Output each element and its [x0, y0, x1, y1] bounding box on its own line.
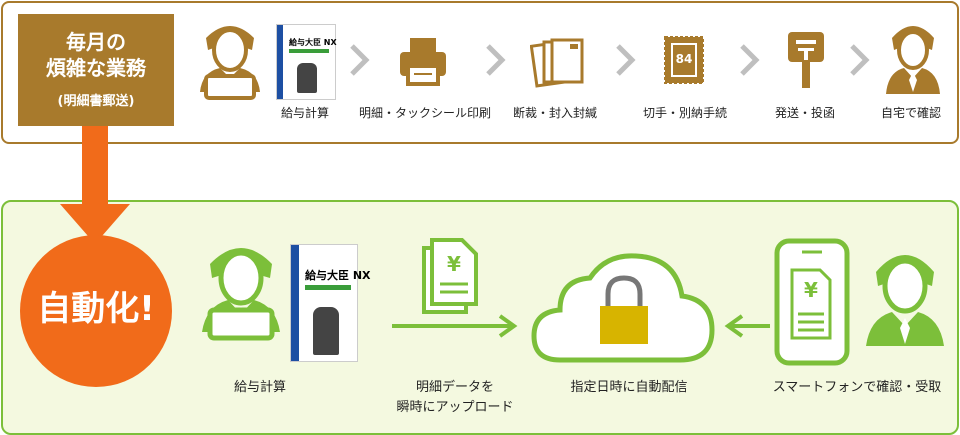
- step-label: 断裁・封入封緘: [512, 106, 597, 120]
- stamp-value: 84: [675, 52, 693, 66]
- product-box-title: 給与大臣 NX: [289, 38, 337, 47]
- document-yen-icon: ¥: [420, 238, 480, 314]
- stamp-icon: 84: [664, 36, 704, 84]
- person-laptop-icon: [200, 26, 260, 100]
- product-box-icon: 給与大臣 NX: [290, 244, 371, 362]
- person-laptop-icon: [202, 248, 280, 341]
- step-label: 自宅で確認: [880, 106, 941, 120]
- step-label-line-2: 瞬時にアップロード: [396, 400, 514, 415]
- printer-icon: [400, 38, 446, 86]
- cloud-lock-icon: [531, 253, 715, 363]
- chevron-right-icon: [350, 44, 370, 76]
- product-box-title: 給与大臣 NX: [305, 269, 371, 282]
- step-label: 給与計算: [280, 106, 329, 120]
- post-box-icon: [788, 32, 824, 88]
- orange-down-arrow-icon: [60, 126, 130, 244]
- yen-symbol: ¥: [447, 252, 461, 276]
- monthly-tasks-label: 毎月の 煩雑な業務 (明細書郵送): [18, 14, 174, 126]
- step-label: 切手・別納手続: [642, 106, 727, 120]
- label-line-2: 煩雑な業務: [46, 56, 146, 80]
- automation-label: 自動化!: [37, 289, 155, 329]
- chevron-right-icon: [850, 44, 870, 76]
- smartphone-icon: ¥: [774, 238, 850, 366]
- step-label-line-1: 明細データを: [415, 380, 494, 395]
- step-label: スマートフォンで確認・受取: [772, 380, 942, 395]
- label-line-3: (明細書郵送): [57, 94, 135, 109]
- step-label: 明細・タックシール印刷: [358, 106, 491, 120]
- step-label: 給与計算: [233, 380, 286, 395]
- envelopes-icon: [530, 38, 584, 88]
- automation-badge: 自動化!: [20, 235, 172, 387]
- chevron-right-icon: [616, 44, 636, 76]
- person-icon: [886, 26, 940, 94]
- chevron-right-icon: [740, 44, 760, 76]
- person-icon: [866, 255, 944, 346]
- label-line-1: 毎月の: [66, 30, 126, 54]
- arrow-right-icon: [392, 314, 518, 338]
- product-box-icon: 給与大臣 NX: [276, 24, 337, 100]
- yen-symbol: ¥: [804, 278, 818, 302]
- chevron-right-icon: [486, 44, 506, 76]
- step-label: 指定日時に自動配信: [570, 380, 688, 395]
- arrow-left-icon: [724, 314, 770, 338]
- step-label: 発送・投函: [774, 106, 835, 120]
